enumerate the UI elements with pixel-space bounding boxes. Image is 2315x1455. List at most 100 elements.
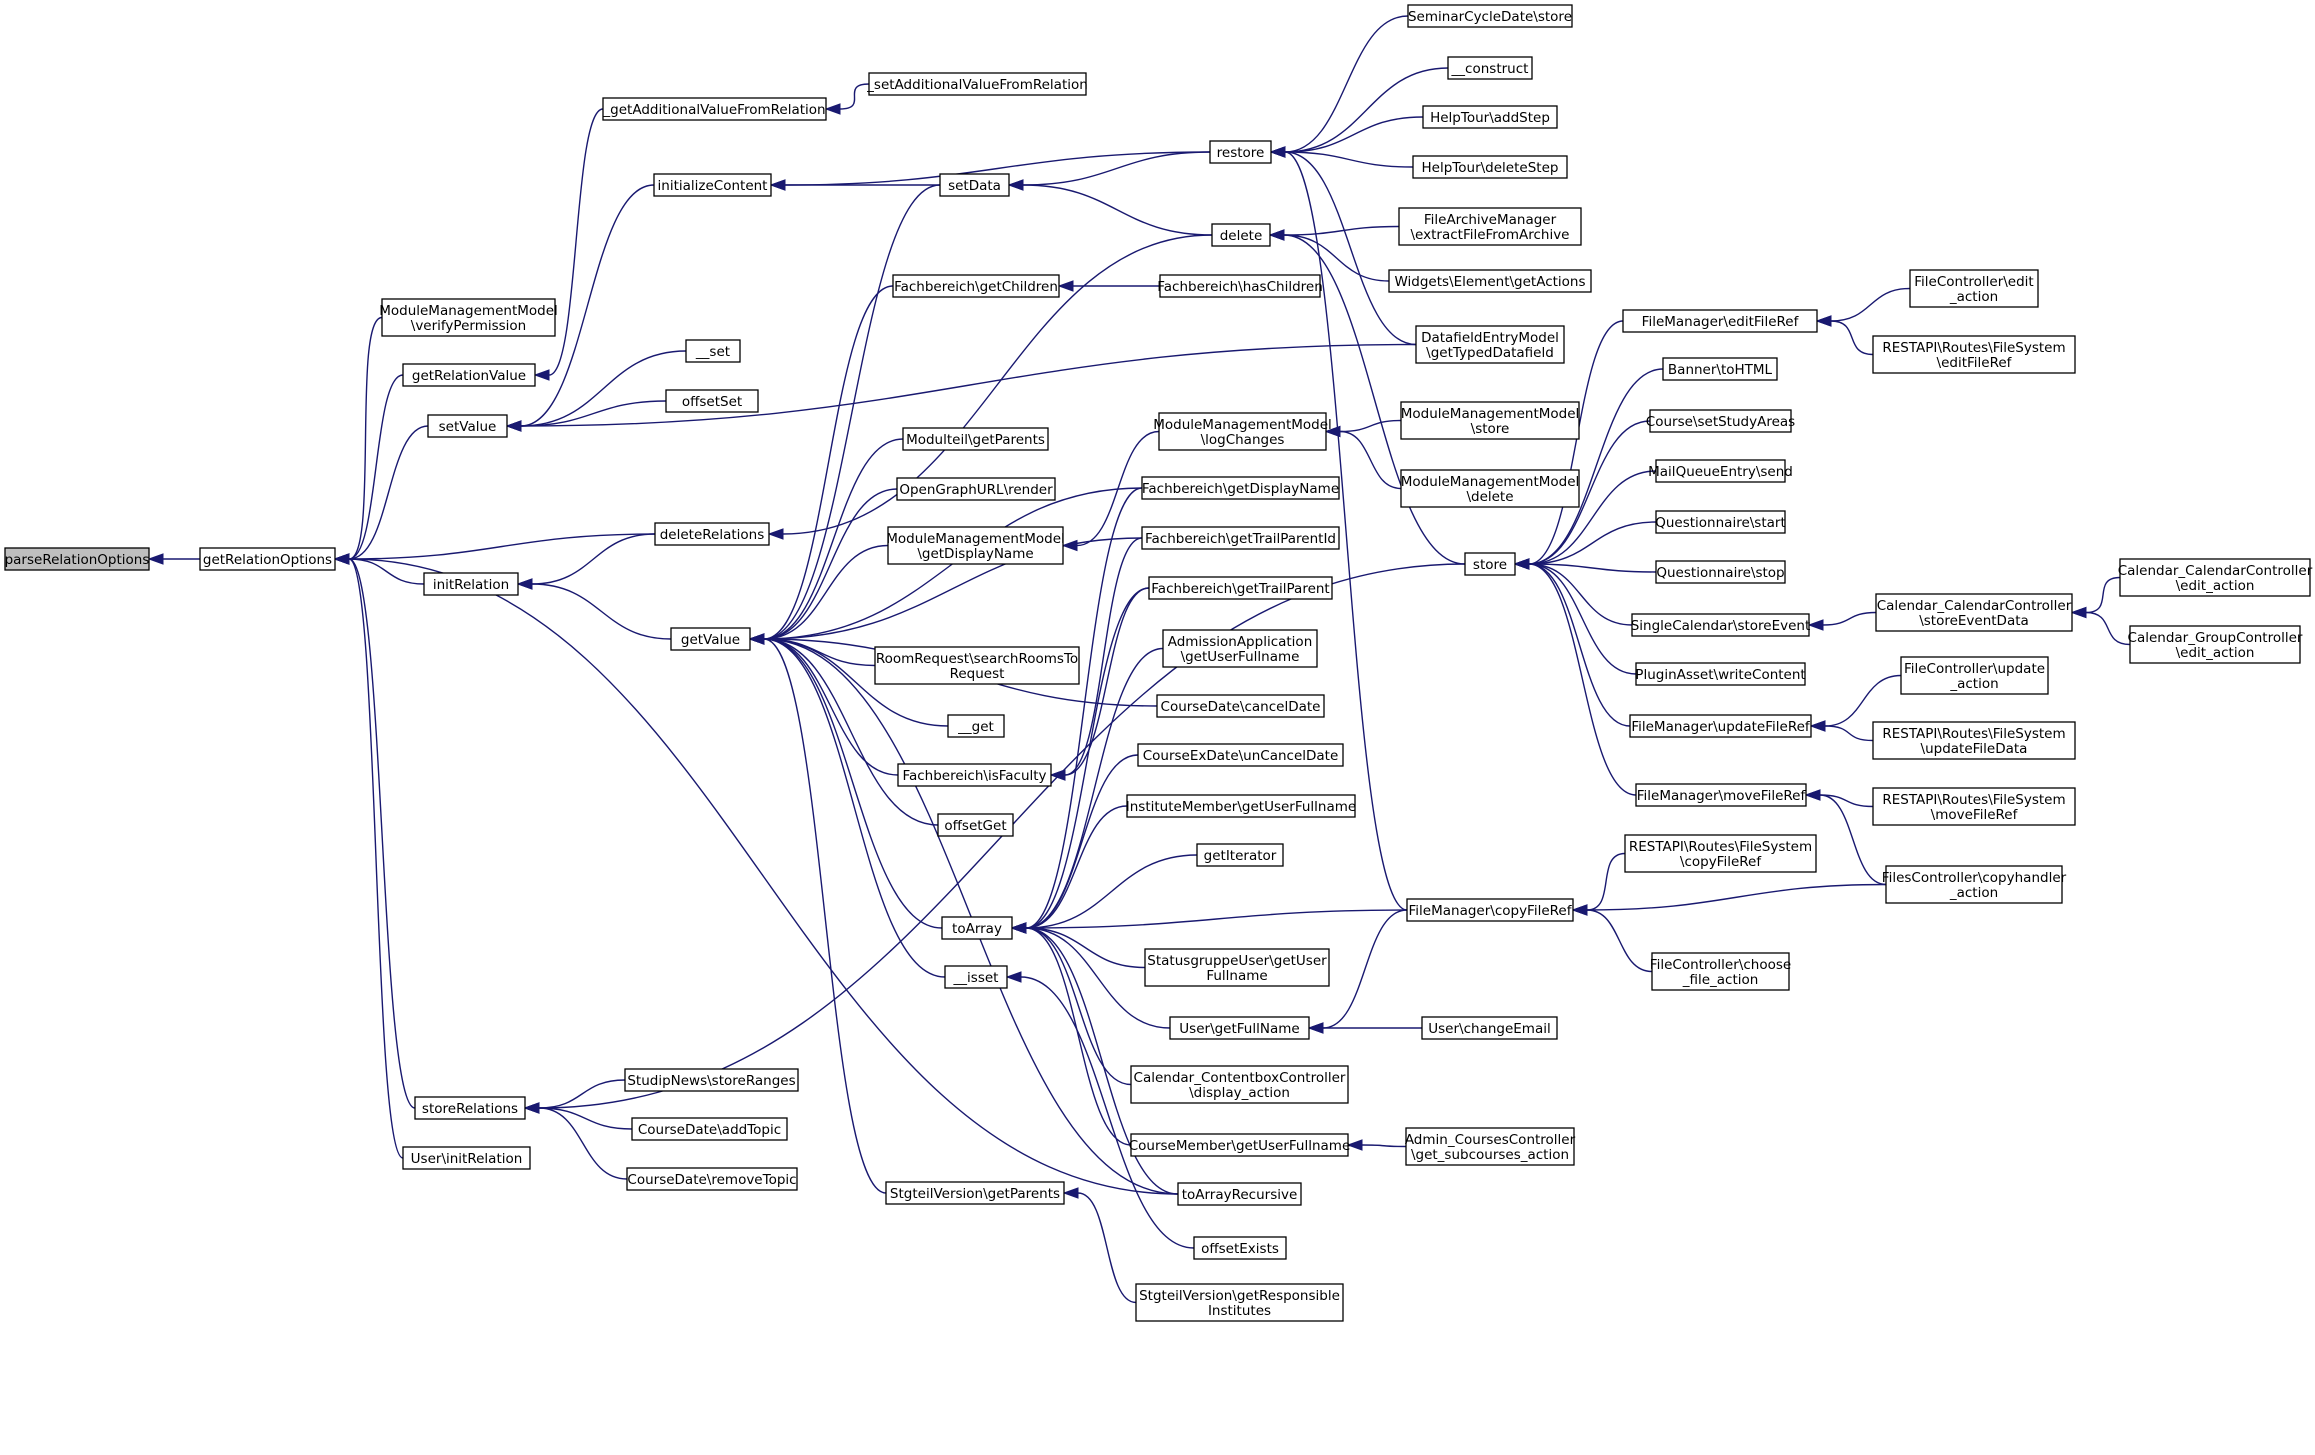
node-box[interactable] xyxy=(1130,1065,1349,1104)
node-n60[interactable]: User\changeEmail xyxy=(1421,1016,1558,1040)
node-n78[interactable]: RESTAPI\Routes\FileSystem\updateFileData xyxy=(1872,721,2076,760)
node-n16[interactable]: CourseDate\removeTopic xyxy=(626,1167,798,1191)
node-n42[interactable]: StatusgruppeUser\getUserFullname xyxy=(1144,948,1330,987)
node-box[interactable] xyxy=(1651,952,1790,991)
node-n3[interactable]: getRelationValue xyxy=(402,363,536,387)
node-n7[interactable]: User\initRelation xyxy=(402,1146,531,1170)
node-box[interactable] xyxy=(1629,714,1812,738)
node-n68[interactable]: SingleCalendar\storeEvent xyxy=(1631,613,1811,637)
node-n29[interactable]: StgteilVersion\getParents xyxy=(885,1181,1065,1205)
node-box[interactable] xyxy=(1872,787,2076,826)
node-box[interactable] xyxy=(944,965,1008,989)
node-n59[interactable]: FileManager\copyFileRef xyxy=(1406,898,1574,922)
node-box[interactable] xyxy=(1635,783,1807,807)
node-box[interactable] xyxy=(423,572,519,596)
node-n66[interactable]: Questionnaire\start xyxy=(1655,510,1786,534)
node-n34[interactable]: Fachbereich\getDisplayName xyxy=(1141,476,1340,500)
node-n71[interactable]: FileManager\moveFileRef xyxy=(1635,783,1807,807)
node-box[interactable] xyxy=(1211,223,1271,247)
node-box[interactable] xyxy=(1421,1016,1558,1040)
node-box[interactable] xyxy=(1655,510,1786,534)
node-box[interactable] xyxy=(1631,613,1810,637)
node-n82[interactable]: Calendar_GroupController\edit_action xyxy=(2128,625,2303,664)
node-n75[interactable]: RESTAPI\Routes\FileSystem\editFileRef xyxy=(1872,335,2076,374)
node-box[interactable] xyxy=(624,1068,799,1092)
node-box[interactable] xyxy=(1169,1016,1310,1040)
node-n17[interactable]: _setAdditionalValueFromRelation xyxy=(866,72,1088,96)
node-box[interactable] xyxy=(1141,476,1340,500)
node-n30[interactable]: restore xyxy=(1209,140,1272,164)
node-n47[interactable]: offsetExists xyxy=(1193,1236,1287,1260)
node-n81[interactable]: Calendar_CalendarController\edit_action xyxy=(2118,558,2313,597)
node-box[interactable] xyxy=(1141,526,1340,550)
node-n41[interactable]: getIterator xyxy=(1196,843,1284,867)
node-n20[interactable]: Modulteil\getParents xyxy=(902,427,1049,451)
node-n5[interactable]: initRelation xyxy=(423,572,519,596)
node-n61[interactable]: Admin_CoursesController\get_subcourses_a… xyxy=(1405,1127,1576,1166)
node-box[interactable] xyxy=(1193,1236,1287,1260)
node-n22[interactable]: ModuleManagementModel\getDisplayName xyxy=(886,526,1065,565)
node-n77[interactable]: FileController\update_action xyxy=(1900,656,2049,695)
node-box[interactable] xyxy=(402,1146,531,1170)
node-n36[interactable]: Fachbereich\getTrailParent xyxy=(1148,576,1333,600)
node-box[interactable] xyxy=(1137,743,1344,767)
node-box[interactable] xyxy=(1400,401,1580,440)
node-box[interactable] xyxy=(626,1167,798,1191)
node-box[interactable] xyxy=(1885,865,2063,904)
node-n58[interactable]: store xyxy=(1464,552,1516,576)
node-n4[interactable]: setValue xyxy=(427,414,508,438)
node-n70[interactable]: FileManager\updateFileRef xyxy=(1629,714,1812,738)
node-box[interactable] xyxy=(1144,948,1330,987)
node-n2[interactable]: ModuleManagementModel\verifyPermission xyxy=(379,298,558,337)
node-n52[interactable]: HelpTour\deleteStep xyxy=(1412,155,1568,179)
node-box[interactable] xyxy=(1447,56,1533,80)
node-n1[interactable]: getRelationOptions xyxy=(199,547,336,571)
node-n25[interactable]: Fachbereich\isFaculty xyxy=(897,763,1052,787)
node-box[interactable] xyxy=(654,522,770,546)
node-box[interactable] xyxy=(874,646,1080,685)
node-n69[interactable]: PluginAsset\writeContent xyxy=(1635,662,1806,686)
node-box[interactable] xyxy=(896,477,1056,501)
node-box[interactable] xyxy=(1405,1127,1575,1166)
node-n8[interactable]: _getAdditionalValueFromRelation xyxy=(602,97,827,121)
node-n12[interactable]: deleteRelations xyxy=(654,522,770,546)
node-box[interactable] xyxy=(1196,843,1284,867)
node-box[interactable] xyxy=(1655,459,1786,483)
node-box[interactable] xyxy=(902,427,1049,451)
node-box[interactable] xyxy=(1156,694,1325,718)
node-n46[interactable]: toArrayRecursive xyxy=(1177,1182,1302,1206)
node-n37[interactable]: AdmissionApplication\getUserFullname xyxy=(1162,629,1318,668)
node-n39[interactable]: CourseExDate\unCancelDate xyxy=(1137,743,1344,767)
node-n28[interactable]: __isset xyxy=(944,965,1008,989)
node-box[interactable] xyxy=(868,72,1087,96)
node-n65[interactable]: MailQueueEntry\send xyxy=(1648,459,1793,483)
node-box[interactable] xyxy=(1415,325,1565,364)
node-n32[interactable]: Fachbereich\hasChildren xyxy=(1157,274,1323,298)
node-n6[interactable]: storeRelations xyxy=(414,1096,526,1120)
node-box[interactable] xyxy=(1177,1182,1302,1206)
node-n18[interactable]: setData xyxy=(939,173,1010,197)
node-box[interactable] xyxy=(1148,576,1333,600)
node-box[interactable] xyxy=(1162,629,1318,668)
node-n19[interactable]: Fachbereich\getChildren xyxy=(892,274,1060,298)
node-box[interactable] xyxy=(1135,1283,1344,1322)
node-box[interactable] xyxy=(1406,898,1574,922)
node-n26[interactable]: offsetGet xyxy=(937,813,1014,837)
node-n31[interactable]: delete xyxy=(1211,223,1271,247)
node-box[interactable] xyxy=(897,763,1052,787)
node-n62[interactable]: FileManager\editFileRef xyxy=(1622,309,1818,333)
node-box[interactable] xyxy=(653,173,772,197)
node-n15[interactable]: CourseDate\addTopic xyxy=(631,1117,788,1141)
node-n64[interactable]: Course\setStudyAreas xyxy=(1646,409,1795,433)
node-n24[interactable]: __get xyxy=(947,714,1005,738)
node-n43[interactable]: User\getFullName xyxy=(1169,1016,1310,1040)
node-box[interactable] xyxy=(1126,794,1356,818)
node-box[interactable] xyxy=(427,414,508,438)
node-n45[interactable]: CourseMember\getUserFullname xyxy=(1129,1133,1351,1157)
node-box[interactable] xyxy=(1872,721,2076,760)
node-box[interactable] xyxy=(381,298,556,337)
node-n38[interactable]: CourseDate\cancelDate xyxy=(1156,694,1325,718)
node-n57[interactable]: ModuleManagementModel\delete xyxy=(1400,469,1580,508)
